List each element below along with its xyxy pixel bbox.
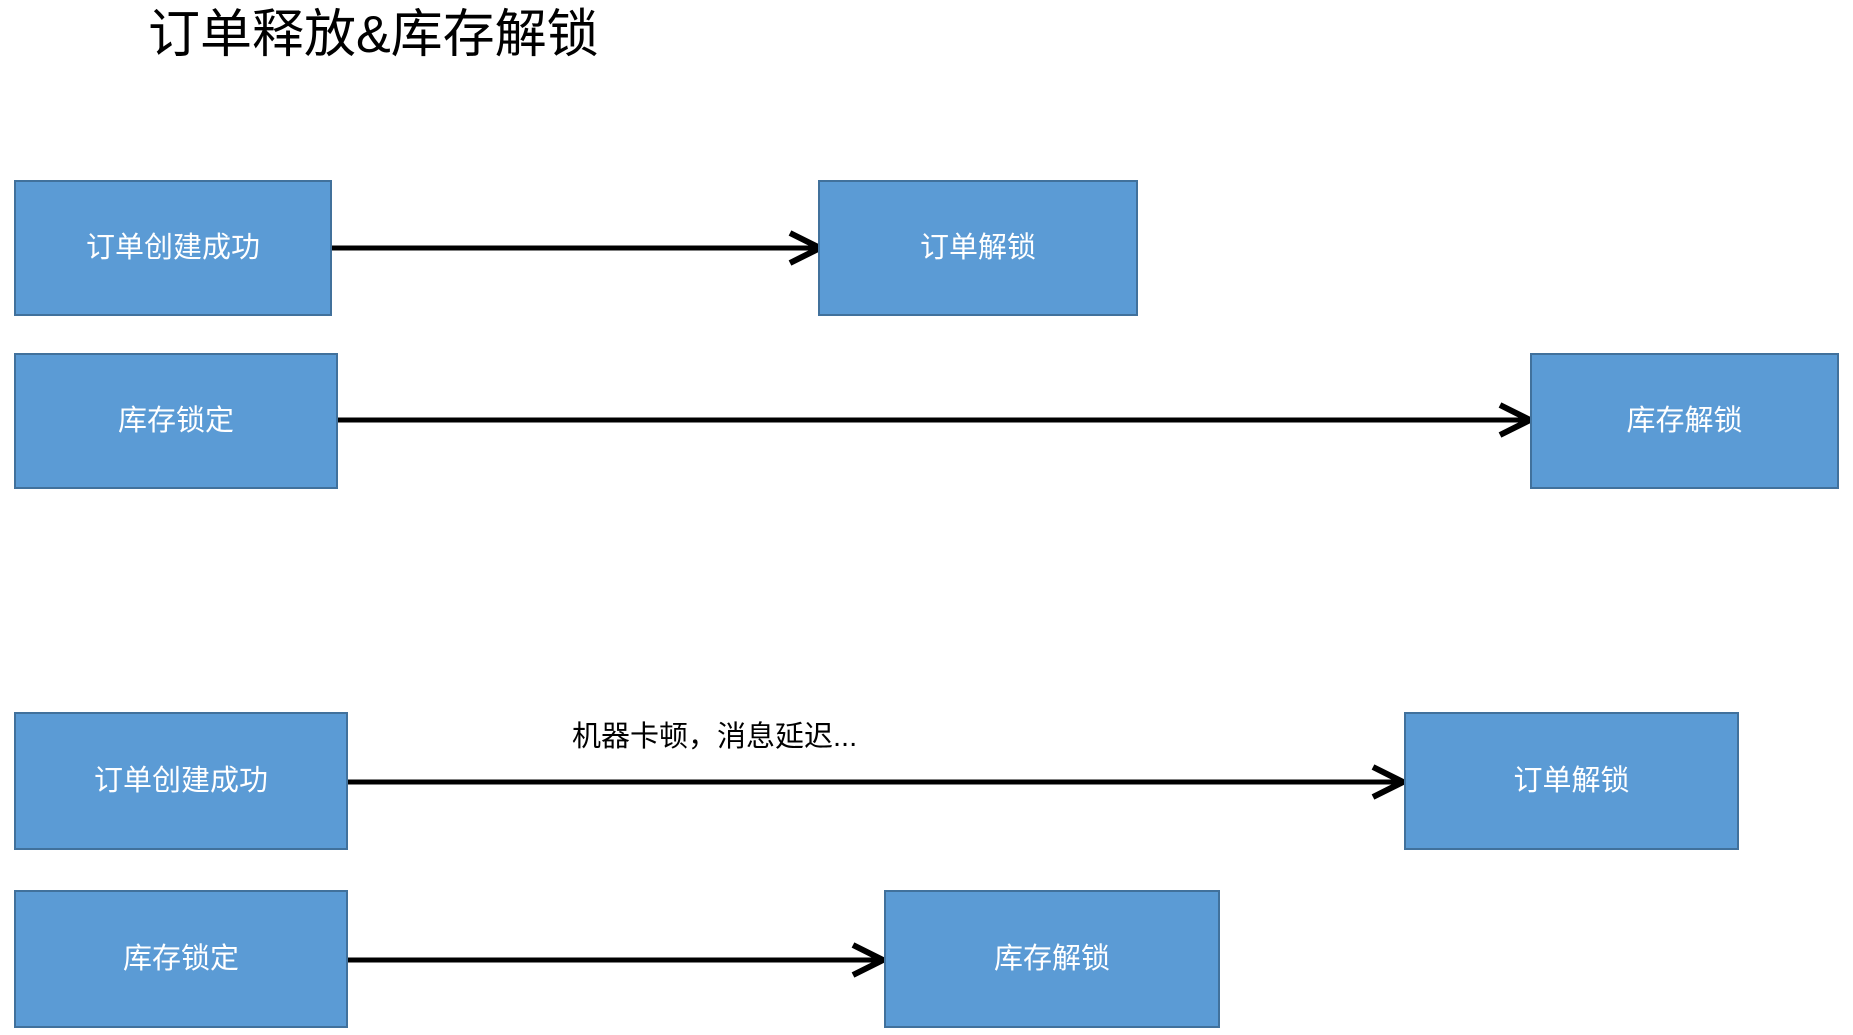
edge-stock-locked-to-stock-unlock-bottom: [348, 942, 890, 978]
node-label: 订单创建成功: [85, 231, 260, 264]
page-title: 订单释放&库存解锁: [148, 6, 599, 64]
node-label: 订单解锁: [919, 231, 1036, 264]
node-stock-locked-top[interactable]: 库存锁定: [14, 353, 338, 489]
node-order-unlock-top[interactable]: 订单解锁: [818, 180, 1138, 316]
node-stock-locked-bottom[interactable]: 库存锁定: [14, 890, 348, 1028]
node-order-unlock-bottom[interactable]: 订单解锁: [1404, 712, 1739, 850]
edge-stock-locked-to-stock-unlock-top: [338, 402, 1537, 438]
node-label: 库存锁定: [117, 404, 234, 437]
node-label: 库存锁定: [122, 942, 239, 975]
node-order-created-top[interactable]: 订单创建成功: [14, 180, 332, 316]
node-stock-unlock-top[interactable]: 库存解锁: [1530, 353, 1839, 489]
node-label: 库存解锁: [1626, 404, 1743, 437]
node-label: 库存解锁: [993, 942, 1110, 975]
edge-order-created-to-order-unlock-top: [332, 230, 827, 266]
edge-order-created-to-order-unlock-bottom: [348, 764, 1410, 800]
edge-label-delay-note: 机器卡顿，消息延迟...: [572, 721, 858, 753]
node-stock-unlock-bottom[interactable]: 库存解锁: [884, 890, 1220, 1028]
node-order-created-bottom[interactable]: 订单创建成功: [14, 712, 348, 850]
node-label: 订单解锁: [1513, 764, 1630, 797]
node-label: 订单创建成功: [93, 764, 268, 797]
